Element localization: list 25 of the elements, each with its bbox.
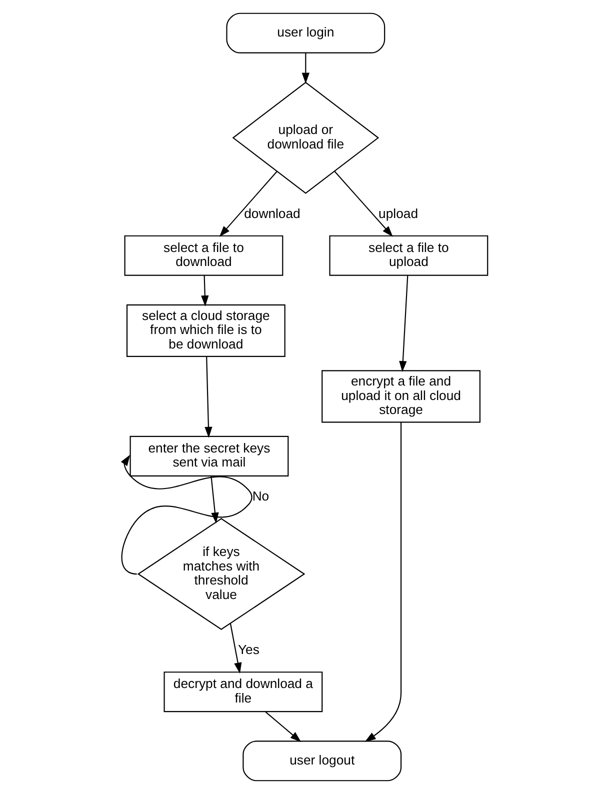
node-box: select a file to download	[124, 235, 283, 276]
node-diamond: if keys matches with threshold value	[136, 518, 305, 630]
arrow	[264, 712, 301, 742]
arrow	[210, 476, 218, 524]
arrow	[204, 356, 212, 438]
node-box: encrypt a file and upload it on all cloud storage	[321, 370, 480, 423]
arrow	[398, 275, 408, 372]
arrow	[218, 171, 277, 237]
node-box: select a file to upload	[328, 235, 488, 276]
node-box: enter the secret keys sent via mail	[129, 436, 288, 476]
node-box: select a cloud storage from which file is to be download	[126, 304, 285, 357]
node-box: decrypt and download a file	[163, 672, 322, 712]
arrow	[229, 623, 242, 674]
node-diamond: upload or download file	[232, 82, 379, 194]
node-box: user login	[226, 12, 385, 54]
arrow	[301, 53, 309, 84]
edge-label: download	[244, 206, 300, 221]
arrow	[334, 171, 392, 237]
arrow	[120, 454, 252, 575]
node-box: user logout	[242, 740, 402, 782]
edge-label: No	[252, 488, 269, 504]
edge-label: Yes	[237, 642, 259, 658]
arrow	[364, 422, 402, 742]
edge-label: upload	[378, 206, 418, 221]
arrow	[200, 275, 208, 306]
